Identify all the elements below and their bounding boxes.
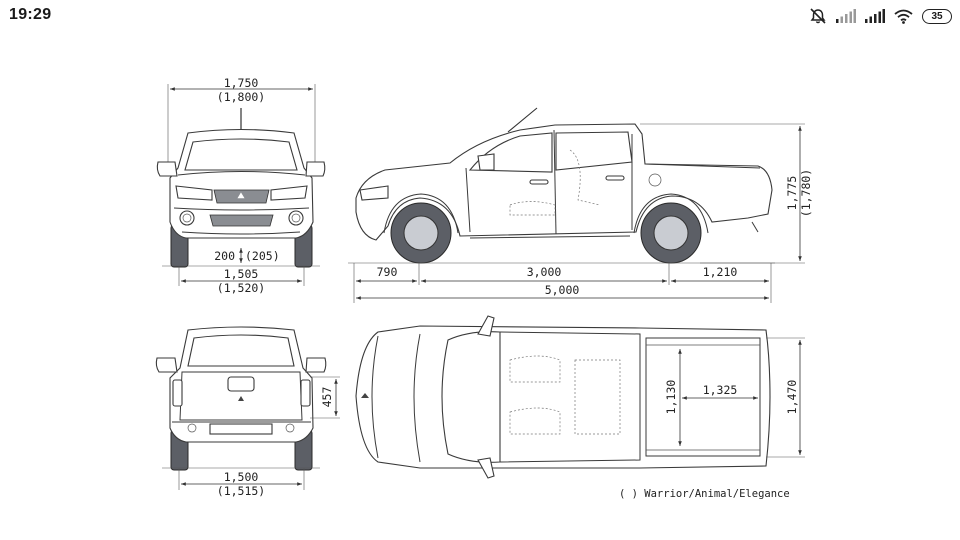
rear-step-label: 457 — [320, 387, 334, 408]
wifi-icon — [894, 9, 913, 24]
status-bar: 19:29 35 — [0, 0, 960, 34]
height-label: 1,775 — [785, 176, 799, 211]
front-overhang-label: 790 — [377, 265, 398, 279]
overall-length-label: 5,000 — [545, 283, 580, 297]
battery-indicator: 35 — [922, 8, 952, 24]
front-width-alt-label: (1,800) — [217, 90, 265, 104]
signal-icon — [865, 9, 885, 23]
side-view: 1,775 (1,780) 790 3,000 1,210 5,000 — [348, 107, 813, 303]
signal-icon — [836, 9, 856, 23]
rear-track-label: 1,500 — [224, 470, 259, 484]
height-alt-label: (1,780) — [799, 169, 813, 217]
legend-text: ( ) Warrior/Animal/Elegance — [619, 488, 790, 500]
front-track-label: 1,505 — [224, 267, 259, 281]
front-view: 1,750 (1,800) 2 — [156, 76, 326, 295]
alarm-off-icon — [809, 7, 827, 25]
bed-outer-width-label: 1,470 — [785, 380, 799, 415]
status-time: 19:29 — [9, 6, 52, 23]
rear-view: 457 1,500 (1,515) — [155, 326, 340, 498]
rear-overhang-label: 1,210 — [703, 265, 738, 279]
status-icons: 35 — [809, 6, 952, 26]
wheelbase-label: 3,000 — [527, 265, 562, 279]
front-width-label: 1,750 — [224, 76, 259, 90]
bed-length-label: 1,325 — [703, 383, 738, 397]
rear-track-alt-label: (1,515) — [217, 484, 265, 498]
ground-clearance-alt-label: (205) — [245, 249, 280, 263]
front-track-alt-label: (1,520) — [217, 281, 265, 295]
top-view: 1,325 1,130 1,470 ( ) Warrior/Animal/Ele… — [355, 315, 805, 500]
bed-width-label: 1,130 — [664, 380, 678, 415]
ground-clearance-label: 200 — [214, 249, 235, 263]
